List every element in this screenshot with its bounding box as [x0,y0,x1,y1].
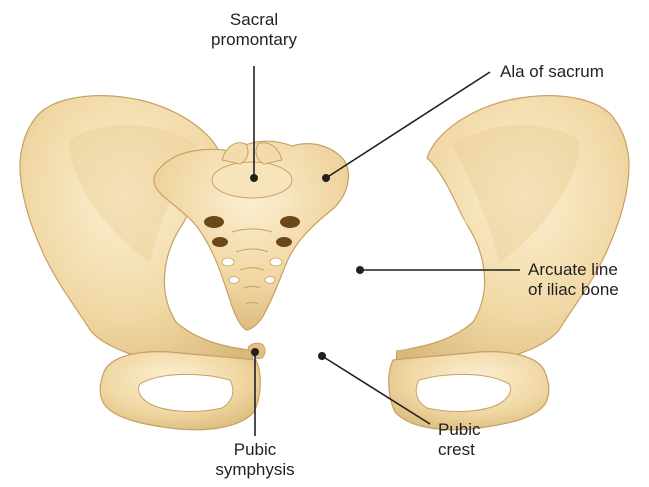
dot-arcuate-line [356,266,364,274]
dot-sacral-promontory [250,174,258,182]
dot-pubic-symphysis [251,348,259,356]
label-arcuate-line: Arcuate line of iliac bone [528,260,619,300]
dot-pubic-crest [318,352,326,360]
label-sacral-promontory: Sacral promontary [194,10,314,50]
label-ala-of-sacrum: Ala of sacrum [500,62,604,82]
dot-ala-of-sacrum [322,174,330,182]
label-pubic-crest: Pubic crest [438,420,481,460]
label-pubic-symphysis: Pubic symphysis [195,440,315,480]
